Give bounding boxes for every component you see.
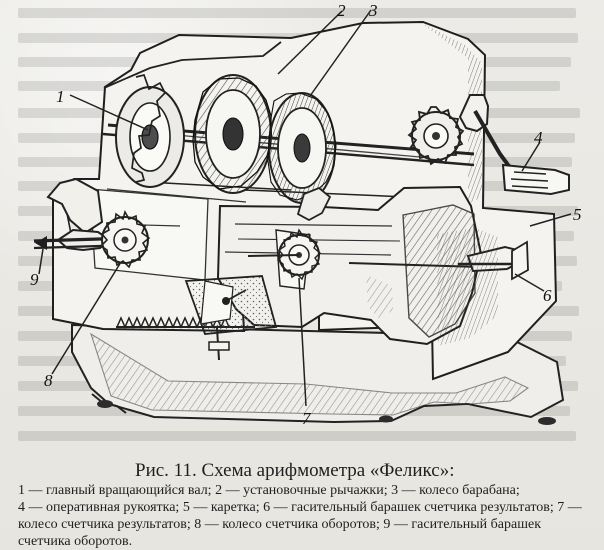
caption-line-1: 1 — главный вращающийся вал; 2 — установ…: [18, 483, 520, 498]
callout-2: 2: [337, 1, 346, 20]
callout-4: 4: [534, 128, 543, 147]
arithmometer-diagram: [33, 9, 572, 425]
arithmometer-svg: [33, 9, 572, 425]
callout-9: 9: [30, 270, 39, 289]
caption-line-2: 4 — оперативная рукоятка; 5 — каретка; 6…: [18, 500, 582, 549]
callout-5: 5: [573, 205, 582, 224]
callout-8: 8: [44, 371, 53, 390]
callout-7: 7: [302, 409, 311, 428]
figure-caption-body: 1 — главный вращающийся вал; 2 — установ…: [18, 482, 590, 550]
callout-3: 3: [369, 1, 378, 20]
callout-6: 6: [543, 286, 552, 305]
figure-caption-title: Рис. 11. Схема арифмометра «Феликс»:: [135, 460, 455, 481]
callout-1: 1: [56, 87, 65, 106]
